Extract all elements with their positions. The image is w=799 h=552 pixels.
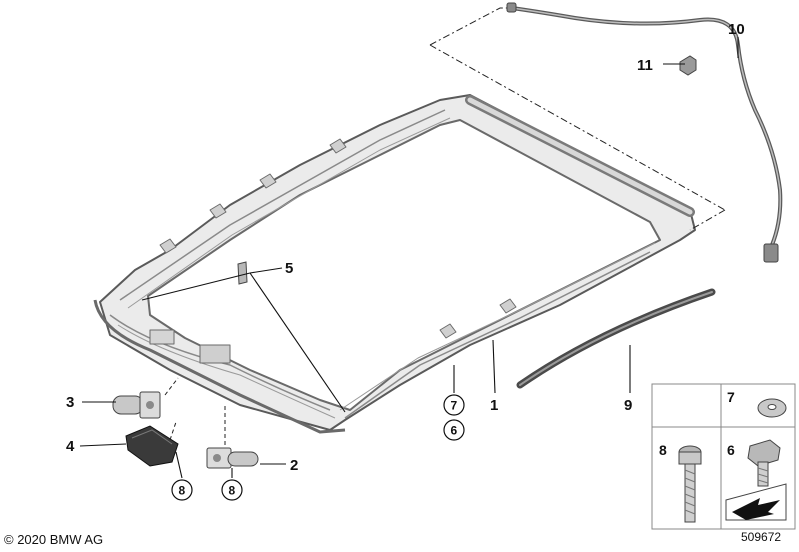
dashed-reference-line bbox=[429, 7, 515, 46]
callout-9: 9 bbox=[624, 397, 632, 414]
drive-motor-part-2 bbox=[206, 447, 259, 469]
callout-10: 10 bbox=[728, 21, 745, 38]
circled-callout-6: 6 bbox=[443, 419, 465, 441]
circled-callout-8-right-label: 8 bbox=[229, 484, 236, 498]
washer-part-7 bbox=[757, 398, 787, 418]
dashed-reference-line bbox=[429, 44, 726, 211]
circled-callout-8-left-label: 8 bbox=[179, 484, 186, 498]
document-number: 509672 bbox=[741, 530, 782, 544]
seal-strip bbox=[516, 288, 716, 389]
circled-callout-7: 7 bbox=[443, 394, 465, 416]
clip-part bbox=[679, 55, 697, 76]
stop-part bbox=[237, 261, 248, 285]
bolt-part-6 bbox=[747, 439, 781, 487]
table-cell-7: 7 bbox=[727, 389, 735, 405]
copyright-notice: © 2020 BMW AG bbox=[4, 532, 104, 547]
callout-2: 2 bbox=[290, 457, 298, 474]
dashed-reference-line bbox=[689, 209, 726, 231]
sunroof-frame bbox=[93, 94, 696, 434]
arrow-symbol-icon bbox=[725, 483, 787, 521]
dashed-reference-line bbox=[169, 421, 177, 441]
table-cell-6: 6 bbox=[727, 442, 735, 458]
screw-part-8 bbox=[678, 445, 702, 523]
circled-callout-8-right: 8 bbox=[221, 479, 243, 501]
circled-callout-8-left: 8 bbox=[171, 479, 193, 501]
control-unit-part-4 bbox=[125, 425, 179, 467]
drive-motor-part-3 bbox=[112, 391, 161, 419]
callout-5: 5 bbox=[285, 260, 293, 277]
leader-lines bbox=[79, 37, 739, 479]
callout-1: 1 bbox=[490, 397, 498, 414]
callout-4: 4 bbox=[66, 438, 75, 455]
callout-3: 3 bbox=[66, 394, 74, 411]
dashed-reference-line bbox=[164, 377, 179, 396]
circled-callout-7-label: 7 bbox=[451, 399, 458, 413]
small-parts-table bbox=[651, 383, 796, 530]
callout-11: 11 bbox=[637, 57, 653, 74]
table-cell-8: 8 bbox=[659, 442, 667, 458]
circled-callout-6-label: 6 bbox=[451, 424, 458, 438]
